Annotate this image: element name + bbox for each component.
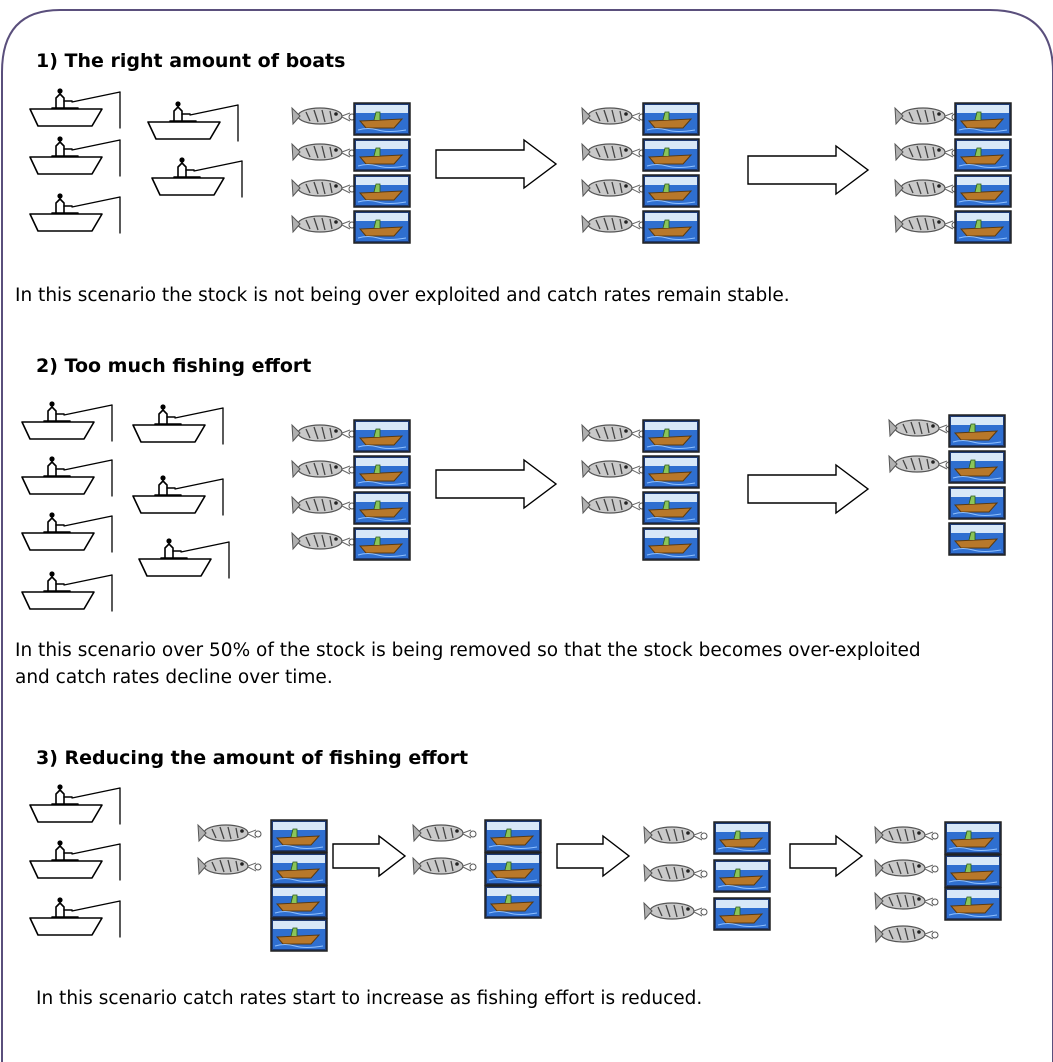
boat-catch-icon [353,527,411,561]
boat-catch-icon [270,885,328,919]
boat-catch-icon [642,210,700,244]
boat-catch-icon [270,918,328,952]
boat-catch-icon [353,138,411,172]
boat-catch-icon [954,102,1012,136]
section-1-caption: In this scenario the stock is not being … [15,285,790,306]
boat-catch-icon [642,527,700,561]
boat-catch-icon [944,821,1002,855]
boat-catch-icon [484,885,542,919]
boat-catch-icon [954,210,1012,244]
boat-catch-icon [642,455,700,489]
boat-catch-icon [484,852,542,886]
boat-catch-icon [642,138,700,172]
boat-catch-icon [353,419,411,453]
boat-catch-icon [270,819,328,853]
boat-catch-icon [642,419,700,453]
boat-catch-icon [353,455,411,489]
boat-catch-icon [642,174,700,208]
boat-catch-icon [353,102,411,136]
boat-catch-icon [948,486,1006,520]
section-1-heading: 1) The right amount of boats [36,50,346,72]
boat-catch-icon [713,821,771,855]
section-3-caption: In this scenario catch rates start to in… [36,988,703,1009]
boat-catch-icon [944,887,1002,921]
boat-catch-icon [954,174,1012,208]
boat-catch-icon [270,852,328,886]
boat-catch-icon [642,102,700,136]
boat-catch-icon [353,174,411,208]
boat-catch-icon [944,854,1002,888]
boat-catch-icon [642,491,700,525]
boat-catch-icon [484,819,542,853]
section-2-caption-line-1: In this scenario over 50% of the stock i… [15,640,921,661]
boat-catch-icon [954,138,1012,172]
boat-catch-icon [353,491,411,525]
boat-catch-icon [948,450,1006,484]
section-3-stage-4 [0,0,1002,943]
boat-catch-icon [713,859,771,893]
boat-catch-icon [948,414,1006,448]
boat-catch-icon [948,522,1006,556]
section-3-heading: 3) Reducing the amount of fishing effort [36,747,469,769]
section-2-caption-line-2: and catch rates decline over time. [15,667,333,688]
boat-catch-icon [713,897,771,931]
section-2-heading: 2) Too much fishing effort [36,355,312,377]
boat-catch-icon [353,210,411,244]
